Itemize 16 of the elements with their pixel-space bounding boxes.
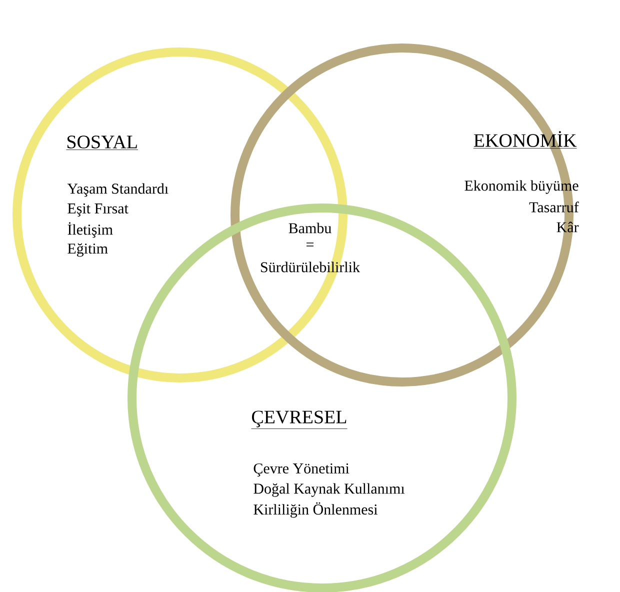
list-item: Kirliliğin Önlenmesi [254,502,378,518]
list-item: Ekonomik büyüme [464,180,578,194]
heading: EKONOMİK [473,131,577,149]
list-item: İletişim [68,222,113,238]
list-item: Çevre Yönetimi [254,463,350,477]
heading: ÇEVRESEL [251,410,348,429]
list-item: Tasarruf [529,202,579,212]
center-text: = [306,242,314,246]
list-item: Yaşam Standardı [67,183,168,197]
center-text: Sürdürülebilirlik [261,262,360,272]
list-item: Doğal Kaynak Kullanımı [254,483,405,497]
list-item: Eşit Fırsat [68,203,128,217]
heading: SOSYAL [66,136,138,150]
list-item: Eğitim [68,243,108,257]
list-item: Kâr [556,222,579,232]
center-text: Bambu [288,222,332,234]
